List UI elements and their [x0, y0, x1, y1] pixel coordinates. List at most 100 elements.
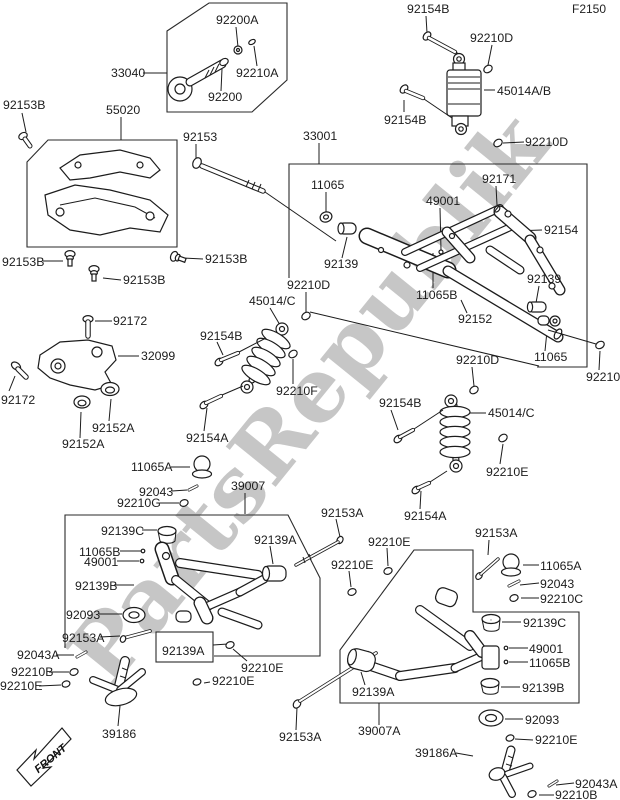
label-11065B: 11065B: [79, 545, 120, 559]
label-92152: 92152: [458, 312, 492, 326]
label-11065B: 11065B: [529, 656, 570, 670]
label-11065: 11065: [311, 178, 344, 192]
label-33001: 33001: [303, 129, 337, 143]
label-92210F: 92210F: [276, 384, 318, 398]
label-92153B: 92153B: [123, 273, 165, 287]
label-49001: 49001: [84, 555, 118, 569]
label-92210E: 92210E: [0, 679, 42, 693]
label-92210E: 92210E: [241, 661, 283, 675]
leader-lines: [8, 15, 601, 796]
label-92210E: 92210E: [331, 558, 373, 572]
label-49001: 49001: [426, 194, 460, 208]
bushing-label-box: [155, 631, 214, 663]
ball-joint-right-drawing: [481, 553, 522, 632]
label-92154A: 92154A: [404, 509, 447, 523]
label-92210E: 92210E: [486, 465, 528, 479]
label-55020: 55020: [106, 103, 140, 117]
label-92154B: 92154B: [384, 113, 426, 127]
holder-drawing: [10, 315, 120, 409]
label-92210: 92210: [586, 370, 620, 384]
label-92093: 92093: [66, 608, 100, 622]
label-92210D: 92210D: [287, 278, 330, 292]
label-92154B: 92154B: [379, 396, 421, 410]
label-45014AB: 45014A/B: [497, 84, 551, 98]
label-92152A: 92152A: [62, 437, 105, 451]
label-92171: 92171: [482, 172, 516, 186]
clip-bolts-drawing: [18, 131, 187, 282]
label-92154: 92154: [544, 223, 578, 237]
label-92210E: 92210E: [212, 674, 254, 688]
label-92139: 92139: [324, 257, 358, 271]
label-92153B: 92153B: [2, 255, 44, 269]
label-92200: 92200: [208, 90, 242, 104]
label-92172: 92172: [113, 314, 147, 328]
label-92210B: 92210B: [11, 665, 53, 679]
label-39186: 39186: [102, 727, 136, 741]
label-92210D: 92210D: [456, 353, 499, 367]
swingarm-drawing: [309, 204, 605, 367]
label-45014C: 45014/C: [488, 406, 535, 420]
label-33040: 33040: [111, 66, 145, 80]
front-arm-left-drawing: [154, 541, 287, 630]
label-92154B: 92154B: [200, 329, 242, 343]
label-92210B: 92210B: [555, 788, 597, 800]
group-boxes: [26, 2, 588, 704]
ball-joint-left-drawing: [157, 455, 213, 544]
label-92153: 92153: [183, 130, 217, 144]
front-arm-group-box: [64, 514, 321, 657]
label-92139B: 92139B: [522, 681, 564, 695]
label-92200A: 92200A: [216, 13, 259, 27]
left-arm-fasteners-drawing: [61, 567, 393, 688]
front-direction-arrow: FRONT: [16, 727, 72, 787]
engine-bracket-drawing: [44, 149, 169, 236]
label-92210D: 92210D: [470, 31, 513, 45]
label-92139A: 92139A: [254, 533, 297, 547]
knuckle-left-drawing: [89, 656, 146, 707]
rear-arm-group-box: [339, 549, 580, 704]
rear-shock-drawing: [399, 31, 503, 148]
pivot-bolts-mid-drawing: [292, 535, 500, 709]
label-92043A: 92043A: [575, 777, 618, 791]
front-shock-right-drawing: [393, 385, 508, 495]
part-drawings: FRONT: [10, 31, 605, 798]
label-92210E: 92210E: [368, 535, 410, 549]
label-11065A: 11065A: [540, 559, 582, 573]
rear-arm-right-drawing: [347, 587, 515, 742]
page-code: F2150: [572, 2, 606, 16]
label-39007: 39007: [231, 479, 265, 493]
label-92172: 92172: [1, 393, 35, 407]
label-92153A: 92153A: [321, 506, 364, 520]
label-92093: 92093: [525, 713, 559, 727]
label-92139A: 92139A: [352, 685, 395, 699]
pivot-bolt-drawing: [192, 157, 337, 242]
label-92154A: 92154A: [186, 431, 229, 445]
label-11065B: 11065B: [416, 288, 457, 302]
label-92210D: 92210D: [525, 135, 568, 149]
label-11065: 11065: [534, 350, 567, 364]
label-92153B: 92153B: [205, 252, 247, 266]
label-32099: 32099: [141, 349, 175, 363]
label-45014C: 45014/C: [249, 294, 296, 308]
label-92154B: 92154B: [407, 2, 449, 16]
label-92139: 92139: [527, 272, 561, 286]
label-92153B: 92153B: [3, 98, 45, 112]
label-92043: 92043: [139, 485, 173, 499]
label-92139A: 92139A: [162, 644, 205, 658]
swingarm-group-box: [288, 163, 588, 368]
label-92153A: 92153A: [475, 526, 518, 540]
label-92210A: 92210A: [236, 66, 279, 80]
label-92043: 92043: [540, 577, 574, 591]
label-92153A: 92153A: [62, 631, 105, 645]
label-39186A: 39186A: [415, 746, 458, 760]
tie-rod-group-box: [166, 2, 288, 113]
bracket-group-box: [26, 139, 178, 248]
label-92152A: 92152A: [92, 421, 135, 435]
label-92210G: 92210G: [117, 496, 161, 510]
label-92210E: 92210E: [535, 733, 577, 747]
label-92139C: 92139C: [101, 524, 144, 538]
front-shock-left-drawing: [199, 311, 311, 410]
label-92043A: 92043A: [17, 648, 60, 662]
